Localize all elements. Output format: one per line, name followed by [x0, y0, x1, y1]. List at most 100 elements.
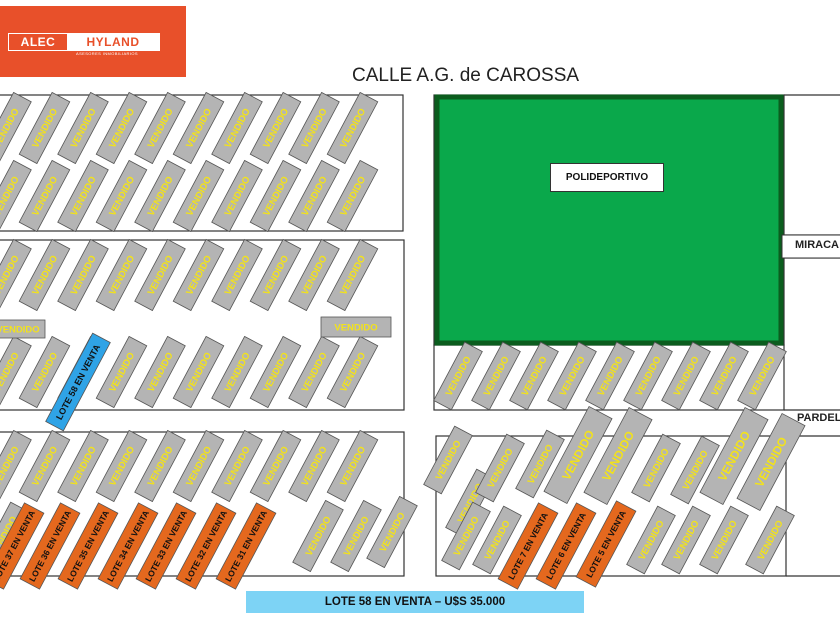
sold-lot-shape: [326, 429, 379, 503]
sold-lot-shape: [18, 238, 71, 312]
sold-lot-shape: [472, 505, 522, 575]
sold-lot-shape: [57, 91, 109, 165]
sold-lot-shape: [433, 341, 483, 411]
sold-lot-flat-shape: [0, 319, 46, 339]
sold-lot: VENDIDO: [475, 433, 525, 503]
sold-lot-shape: [0, 238, 32, 312]
sold-lot-shape: [736, 412, 806, 512]
logo-tagline: ASESORES INMOBILIARIOS: [76, 51, 138, 56]
for-sale-lot-shape: [57, 502, 119, 590]
sold-lot-shape: [623, 341, 673, 411]
sold-lot-shape: [134, 335, 186, 409]
sold-lot-shape: [0, 429, 32, 503]
sold-lot-shape: [288, 159, 340, 233]
sold-lot: VENDIDO: [249, 91, 302, 165]
sold-lot-shape: [515, 429, 565, 499]
sold-lot-shape: [326, 91, 379, 165]
sold-lot-shape: [547, 341, 597, 411]
sold-lot-shape: [249, 159, 302, 233]
polideportivo-label: POLIDEPORTIVO: [550, 163, 664, 192]
sold-lot-shape: [661, 505, 711, 575]
sold-lot: VENDIDO: [134, 429, 186, 503]
sold-lot-shape: [211, 429, 263, 503]
sold-lot-shape: [18, 429, 71, 503]
sold-lot: VENDIDO: [95, 91, 148, 165]
sold-lot-shape: [172, 335, 225, 409]
sold-lot-shape: [134, 429, 186, 503]
sold-lot-flat-shape: [320, 316, 392, 338]
sold-lot-shape: [326, 238, 379, 312]
sold-lot-shape: [134, 238, 186, 312]
sold-lot-shape: [288, 429, 340, 503]
for-sale-lot-shape: [19, 502, 81, 590]
for-sale-lot-shape: [135, 502, 197, 590]
sold-lot-shape: [288, 238, 340, 312]
for-sale-lot-shape: [535, 502, 597, 590]
alec-hyland-logo: ALEC HYLAND ASESORES INMOBILIARIOS: [0, 6, 186, 77]
sold-lot-shape: [211, 238, 263, 312]
miraca-street-label-box: [781, 234, 840, 259]
sold-lot-shape: [18, 335, 71, 409]
sold-lot-shape: [631, 433, 681, 503]
lote-58-shape: [45, 332, 111, 432]
sold-lot-shape: [95, 335, 148, 409]
sold-lot-shape: [0, 91, 32, 165]
sold-lot-shape: [441, 501, 491, 571]
sold-lot-shape: [172, 91, 225, 165]
sold-lot-flat-label: VENDIDO: [0, 324, 40, 335]
sold-lot-shape: [670, 435, 720, 505]
sold-lot-flat: VENDIDO: [320, 316, 392, 338]
sold-lot-shape: [745, 505, 795, 575]
for-sale-lot-shape: [0, 502, 45, 590]
sold-lot-shape: [172, 159, 225, 233]
sold-lot-shape: [18, 159, 71, 233]
for-sale-lot-shape: [215, 502, 277, 590]
sold-lot-shape: [95, 159, 148, 233]
sold-lot-shape: [211, 335, 263, 409]
sold-lot-shape: [737, 341, 787, 411]
sold-lot: VENDIDO: [211, 429, 263, 503]
sold-lot: VENDIDO: [326, 429, 379, 503]
sold-lot-shape: [288, 91, 340, 165]
sold-lot-shape: [172, 429, 225, 503]
sold-lot-shape: [326, 335, 379, 409]
polideportivo-field: [434, 94, 784, 346]
sold-lot-shape: [509, 341, 559, 411]
for-sale-lot-shape: [575, 500, 637, 588]
for-sale-lot-shape: [97, 502, 159, 590]
sold-lot-shape: [326, 159, 379, 233]
sold-lot-shape: [330, 499, 382, 573]
sold-lot-shape: [288, 335, 340, 409]
logo-brand-right: HYLAND: [67, 34, 159, 50]
sold-lot-flat: VENDIDO: [0, 319, 46, 339]
sold-lot-shape: [0, 159, 32, 233]
sold-lot: VENDIDO: [249, 238, 302, 312]
sold-lot-shape: [585, 341, 635, 411]
sold-lot-shape: [661, 341, 711, 411]
sold-lot-shape: [292, 499, 344, 573]
for-sale-lot-shape: [497, 502, 559, 590]
sold-lot-shape: [95, 91, 148, 165]
sold-lot-shape: [0, 335, 32, 409]
sold-lot-shape: [583, 406, 653, 506]
sold-lot-shape: [366, 495, 418, 569]
sold-lot-shape: [57, 238, 109, 312]
sold-lot-shape: [57, 159, 109, 233]
for-sale-lot-shape: [175, 502, 237, 590]
sold-lot-shape: [543, 405, 613, 505]
sold-lot-shape: [699, 406, 769, 506]
sold-lot-shape: [18, 91, 71, 165]
sold-lot-shape: [626, 505, 676, 575]
street-pardeli-label: PARDELI: [797, 412, 840, 424]
logo-brand-left: ALEC: [20, 35, 56, 49]
sold-lot-shape: [249, 238, 302, 312]
sold-lot-shape: [134, 159, 186, 233]
sold-lot-flat-label: VENDIDO: [334, 322, 377, 333]
sold-lot-shape: [134, 91, 186, 165]
sold-lot-shape: [172, 238, 225, 312]
sold-lot-shape: [249, 429, 302, 503]
sold-lot-shape: [211, 159, 263, 233]
sold-lot-shape: [95, 429, 148, 503]
street-top-label: CALLE A.G. de CAROSSA: [352, 65, 580, 86]
